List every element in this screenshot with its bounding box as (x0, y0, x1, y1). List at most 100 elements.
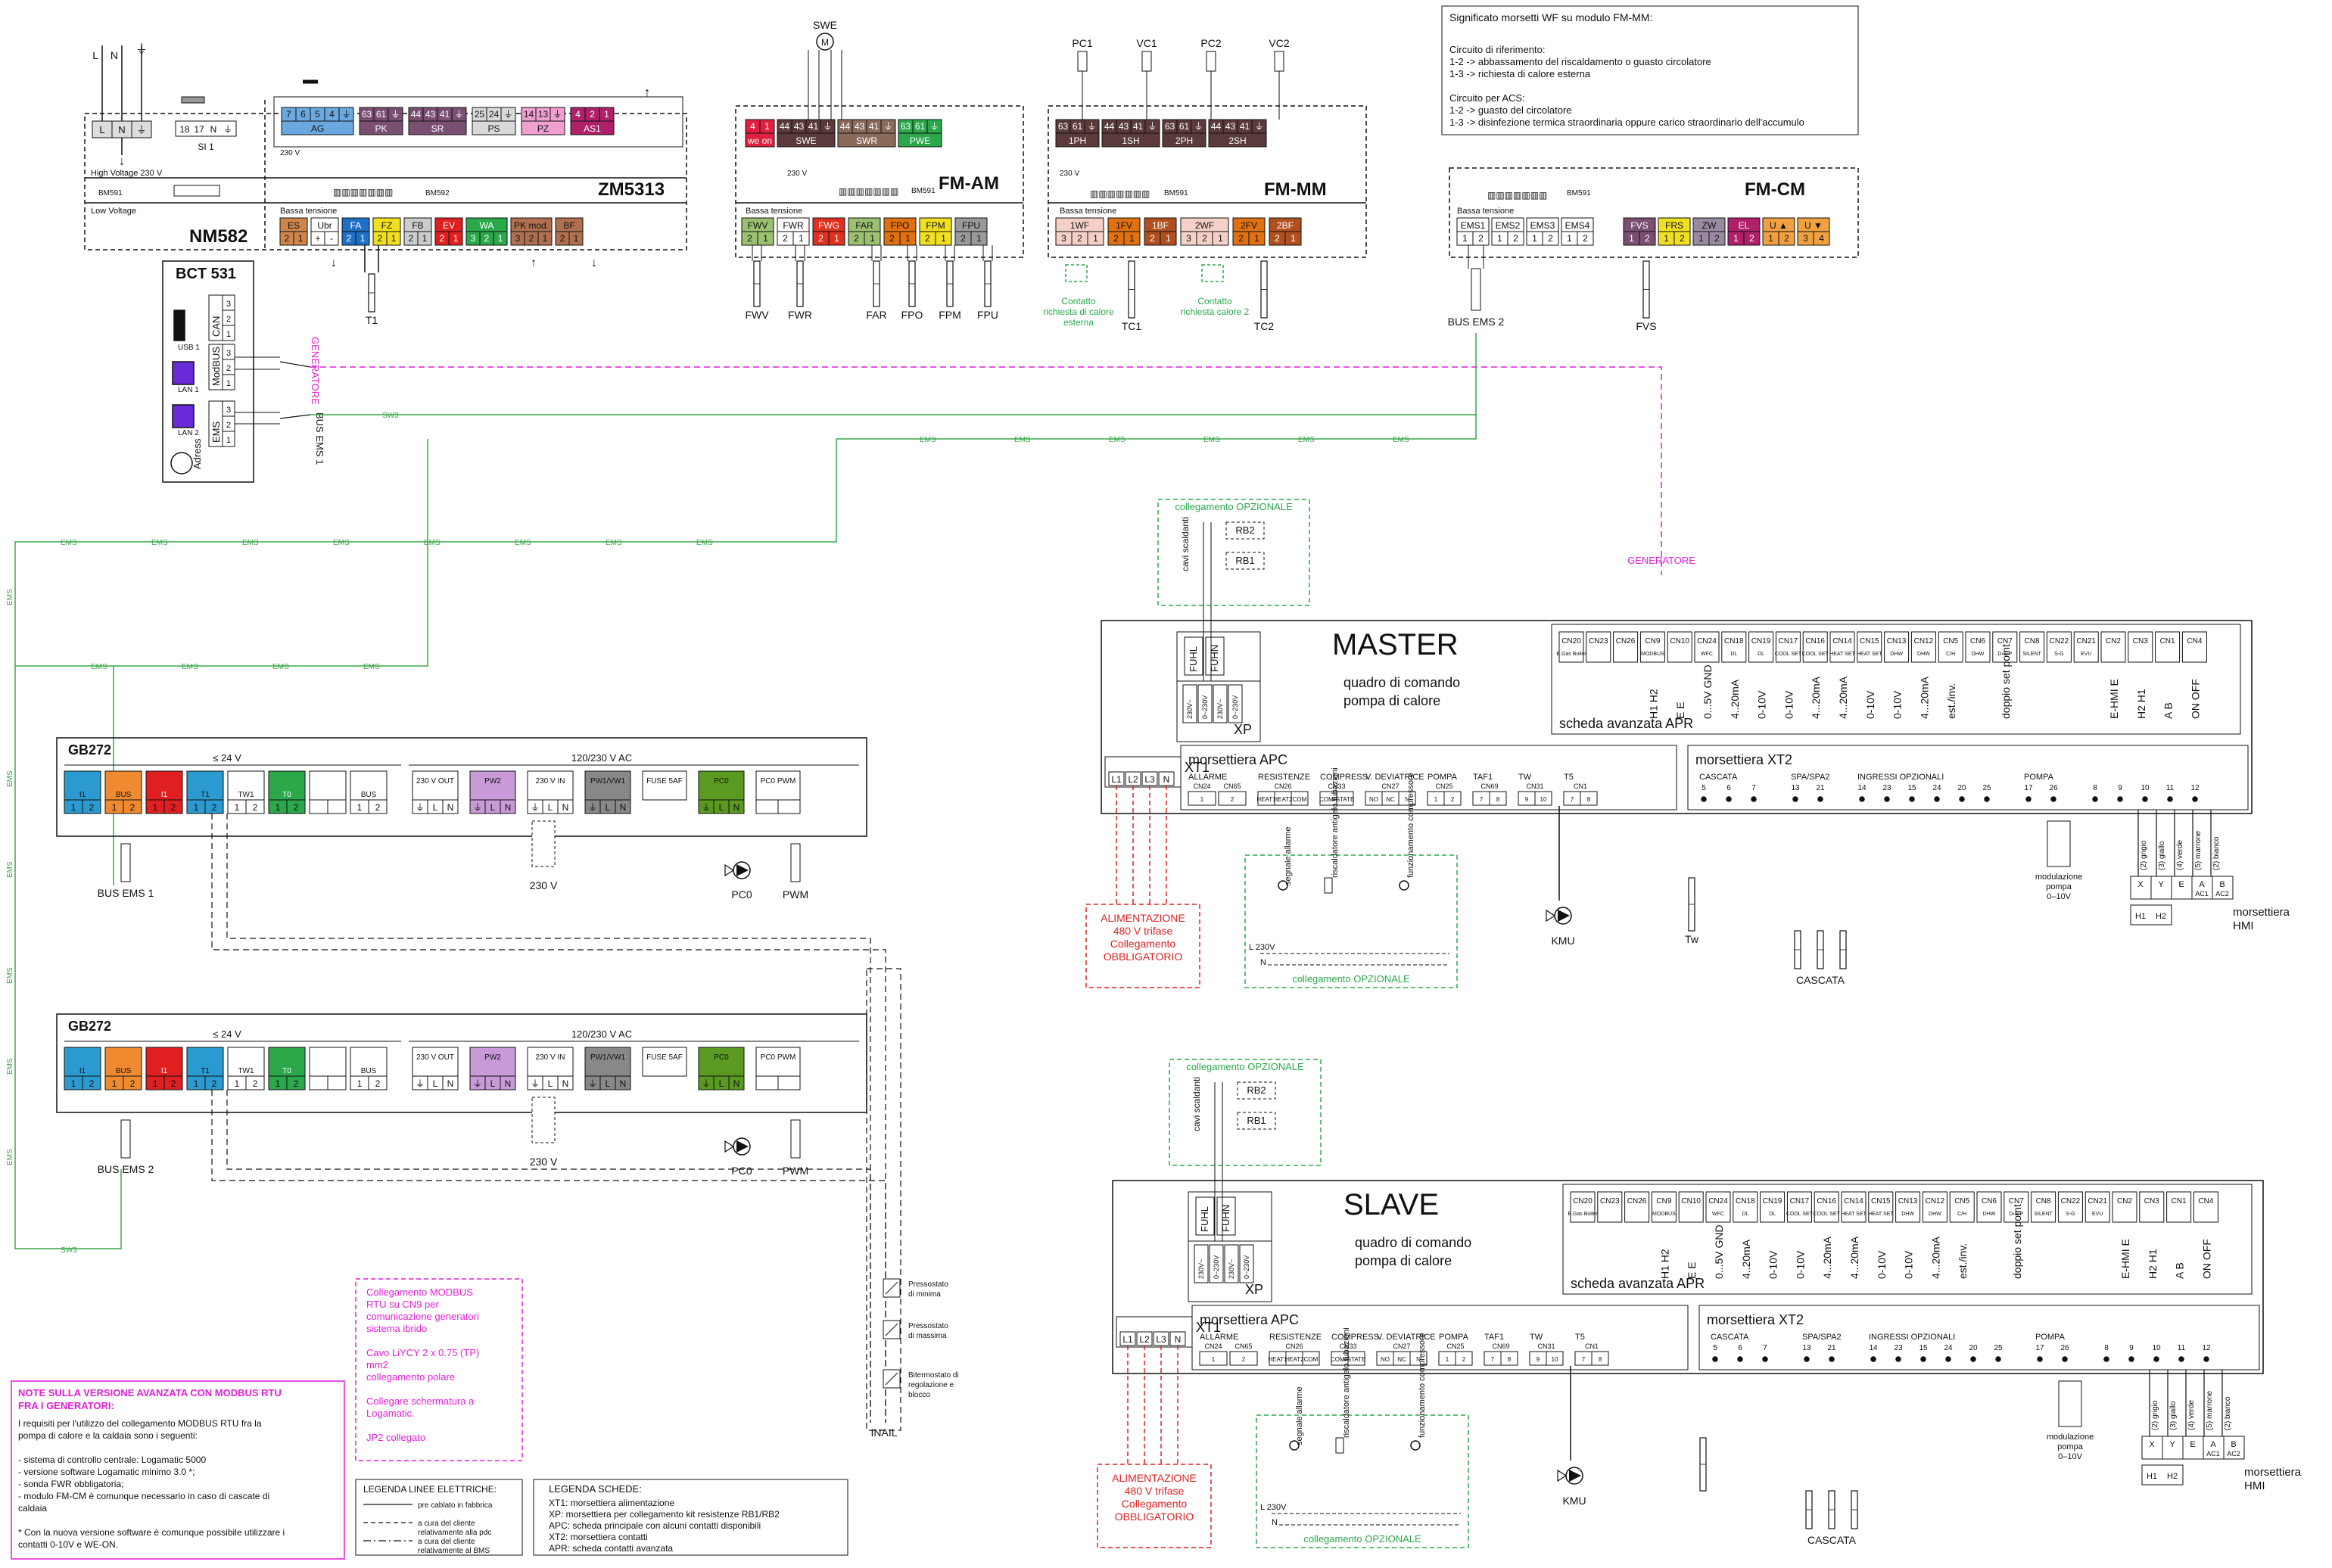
ems-label: EMS (6, 861, 14, 878)
apr-connector-func: 0...5V GND (1713, 1224, 1725, 1279)
gb-lv-pin (163, 799, 183, 814)
apc-group-head: V. DEVIATRICE (1365, 773, 1424, 782)
fmmm-bot-4-pin (1248, 231, 1266, 246)
apr-connector-sub: SILENT (2022, 652, 2041, 657)
apr-connector-id: CN13 (1898, 1197, 1918, 1206)
gb-hv-pin (500, 799, 516, 814)
xt2-pin (1817, 796, 1823, 802)
xt1-pin-label: L3 (1144, 774, 1155, 785)
wf-legend-line: 1-2 -> guasto del circolatore (1449, 104, 1572, 116)
apc-pin-label: COM (1304, 1356, 1319, 1363)
hmi-pin-label: E (2178, 880, 2184, 889)
gb-title: GB272 (68, 742, 111, 758)
zm-bot-5-pin-label: 2 (440, 233, 445, 244)
apr-label: scheda avanzata APR (1559, 716, 1693, 731)
fmam-bot-0-pin-label: 2 (747, 233, 752, 244)
ems-label: EMS (515, 539, 531, 547)
apr-connector-id: CN3 (2144, 1197, 2159, 1206)
contact2-label: richiesta calore 2 (1181, 306, 1250, 317)
apr-connector (1775, 631, 1801, 663)
xt2-pin-label: 14 (1857, 784, 1867, 792)
fmam-bot-6-pin-label: 2 (961, 233, 966, 244)
xt2-group-head: CASCATA (1711, 1333, 1749, 1342)
fmmm-top-0-pin-label: 61 (1073, 121, 1083, 132)
board-legend-line: APR: scheda contatti avanzata (549, 1543, 673, 1554)
xt2-pin (1792, 796, 1798, 802)
apr-connector-sub: DL (1758, 652, 1764, 657)
apc-pin (1218, 791, 1247, 806)
power-label: 480 V trifase (1113, 925, 1173, 937)
zm-bot-0-pin (293, 231, 308, 246)
xt2-pin-label: 11 (2166, 784, 2175, 792)
apc-cn-id: CN26 (1274, 782, 1291, 790)
apr-connector-id: CN8 (2036, 1197, 2051, 1206)
apr-board (1551, 624, 2241, 735)
xt2-pin (1970, 1356, 1976, 1362)
fmmm-top-1-label: 1SH (1122, 135, 1139, 146)
apc-cn-id: CN33 (1339, 1342, 1356, 1350)
xt2-pin-label: 9 (2118, 784, 2122, 792)
gb-lv-terminal (104, 1047, 142, 1077)
gb-lv-pin-label: 1 (153, 802, 158, 813)
modbus-note-line: sistema ibrido (366, 1323, 427, 1334)
apc-pin-label: 1 (1212, 1356, 1216, 1363)
gb-hv-label: 120/230 V AC (571, 1028, 632, 1040)
apr-connector (1938, 631, 1963, 663)
xt2-pin (1712, 1356, 1718, 1362)
gb-hv-pin (755, 1075, 779, 1090)
apr-connector-sub: DL (1730, 652, 1737, 657)
fmcm-bot-7-pin-label: 2 (1749, 233, 1754, 244)
apr-connector (2031, 1191, 2056, 1223)
ems-label: EMS (6, 967, 14, 984)
fmam-bot-5-pin-label: 1 (941, 233, 946, 244)
gb-lv-pin (368, 1075, 388, 1090)
xt2-group-head: INGRESSI OPZIONALI (1857, 773, 1944, 782)
bct-pin-label: 3 (226, 349, 231, 358)
gb-hv-pin-label: ⏚ (416, 802, 425, 813)
zm-top-4-pin-label: ⏚ (553, 109, 562, 120)
fmam-housing (735, 105, 1024, 258)
apr-connector-func: 0-10V (1794, 1250, 1806, 1279)
zm-top-5-pin-label: 2 (590, 109, 595, 120)
apr-connector (2193, 1191, 2218, 1223)
apr-connector-func: E E (1674, 702, 1686, 719)
gb-safety-wire (211, 1090, 886, 1423)
gb-lv-pin-label: 2 (294, 1078, 299, 1089)
zm-top-area (273, 96, 683, 148)
line-legend-label: a cura del cliente (418, 1520, 475, 1528)
hmi-h-label: H2 (2167, 1472, 2178, 1481)
gb-hv-pin-label: ⏚ (473, 802, 482, 813)
xt2-pin-label: 7 (1763, 1344, 1767, 1352)
gb-pc0-label: PC0 (731, 888, 752, 901)
xt2-pin-label: 17 (2024, 784, 2033, 792)
apc-pin (1188, 791, 1216, 806)
fmam-bot-0-pin-label: 1 (763, 233, 768, 244)
gb-hv-pin-label: N (562, 802, 569, 813)
mod-label: 0–10V (2058, 1452, 2082, 1461)
fmam-top-2-pin-label: 41 (869, 121, 880, 132)
fmam-top-1-pin-label: 43 (794, 121, 805, 132)
xt2-pin-label: 20 (1969, 1344, 1978, 1352)
apr-connector-func: H1 H2 (1647, 689, 1659, 719)
power-label: OBBLIGATORIO (1115, 1510, 1194, 1523)
ems-label: EMS (1393, 436, 1409, 444)
bct-pin (222, 374, 235, 390)
gb-lv-pin-label: 2 (89, 802, 95, 813)
zm-bot-4-pin-label: 2 (409, 233, 414, 244)
xt2-pin (2092, 796, 2098, 802)
zm-bot-3-pin-label: 1 (391, 233, 397, 244)
fmcm-bot-9-pin-label: 4 (1819, 233, 1824, 244)
contact2-label: Contatto (1197, 296, 1232, 306)
cavi-label: cavi scaldanti (1180, 517, 1191, 571)
fmam-top-1-pin-label: 44 (780, 121, 790, 132)
zm-top-5-pin-label: 1 (604, 109, 609, 120)
mod-cable (2047, 820, 2071, 867)
xp-pin (1182, 684, 1197, 723)
gb-lv-pin (82, 1075, 101, 1090)
gb-230v-cable (531, 1097, 556, 1143)
gb-lv-pin (163, 1075, 183, 1090)
apr-connector-id: CN4 (2187, 637, 2202, 646)
fmcm-bot-6-pin (1708, 231, 1726, 246)
xt2-pin-label: 5 (1713, 1344, 1717, 1352)
gb-lv-terminal-label: BUS (361, 1067, 377, 1075)
